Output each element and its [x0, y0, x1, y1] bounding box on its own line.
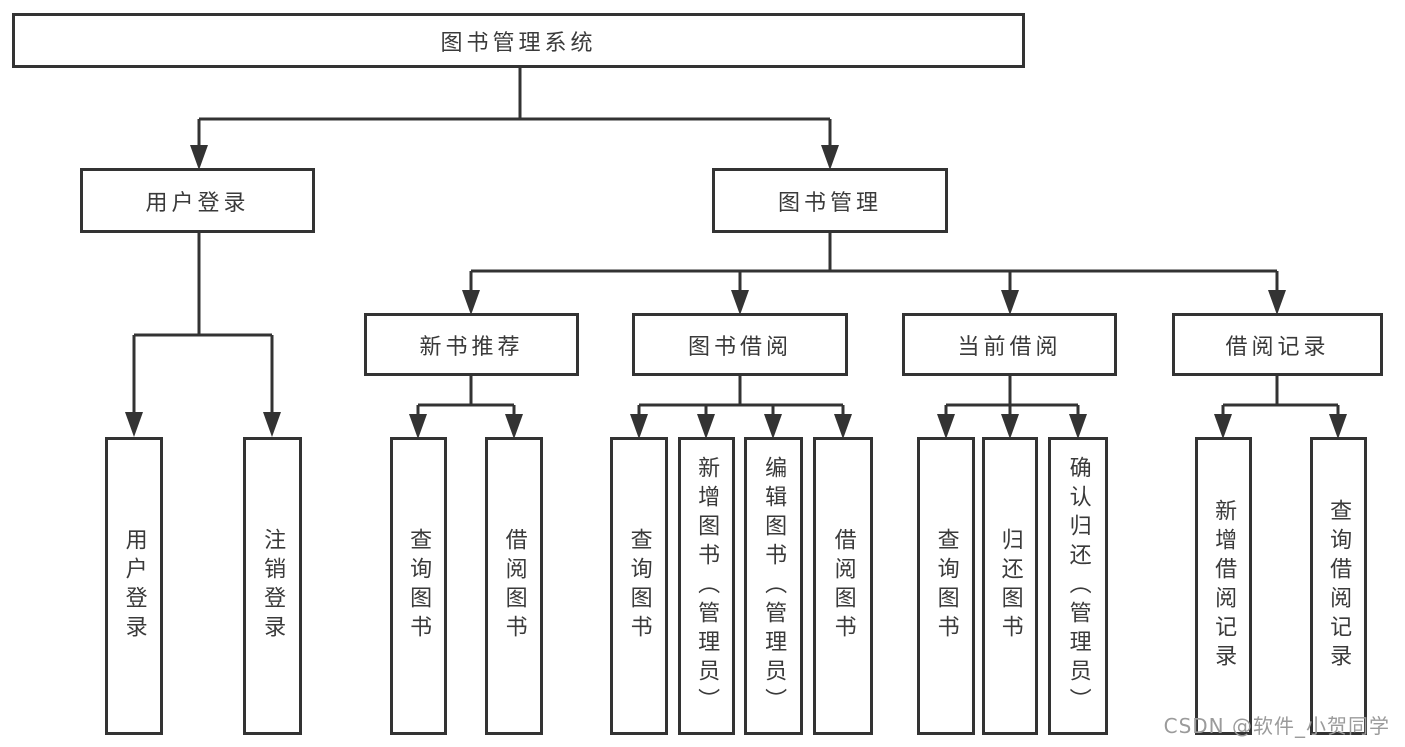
arrowhead-icon [821, 145, 839, 170]
node-label: 用户登录 [121, 528, 147, 644]
leaf-confirm-return-admin: 确认归还（管理员） [1048, 437, 1108, 735]
connector-new-book-rec-children [409, 376, 523, 439]
node-label: 借阅记录 [1225, 334, 1330, 360]
arrowhead-icon [764, 414, 782, 439]
leaf-query-books-borrowing: 查询图书 [610, 437, 668, 735]
leaf-return-books: 归还图书 [982, 437, 1038, 735]
node-label: 查询图书 [933, 528, 959, 644]
arrowhead-icon [462, 290, 480, 315]
connector-borrowing-records-children [1214, 376, 1347, 439]
node-current-borrowing: 当前借阅 [902, 313, 1117, 376]
arrowhead-icon [263, 412, 281, 437]
node-borrowing-records: 借阅记录 [1172, 313, 1383, 376]
node-label: 归还图书 [997, 528, 1023, 644]
connector-user-login-children [125, 233, 281, 437]
leaf-query-borrow-record: 查询借阅记录 [1310, 437, 1367, 735]
node-label: 当前借阅 [957, 334, 1062, 360]
node-label: 查询图书 [406, 528, 432, 644]
arrowhead-icon [409, 414, 427, 439]
node-label: 借阅图书 [501, 528, 527, 644]
leaf-borrow-books-recommend: 借阅图书 [485, 437, 543, 735]
leaf-add-borrow-record: 新增借阅记录 [1195, 437, 1252, 735]
leaf-logout: 注销登录 [243, 437, 302, 735]
arrowhead-icon [630, 414, 648, 439]
node-new-book-recommendation: 新书推荐 [364, 313, 579, 376]
node-label: 用户登录 [145, 190, 250, 216]
node-label: 图书借阅 [687, 334, 792, 360]
arrowhead-icon [190, 145, 208, 170]
node-label: 编辑图书（管理员） [761, 455, 787, 717]
arrowhead-icon [834, 414, 852, 439]
node-library-management-system: 图书管理系统 [12, 13, 1025, 68]
csdn-watermark: CSDN @软件_小贺同学 [1163, 714, 1390, 738]
node-user-login: 用户登录 [80, 168, 315, 233]
arrowhead-icon [1268, 290, 1286, 315]
leaf-query-books-current: 查询图书 [917, 437, 975, 735]
connector-book-borrowing-children [630, 376, 852, 439]
arrowhead-icon [731, 290, 749, 315]
arrowhead-icon [505, 414, 523, 439]
node-label: 新书推荐 [419, 334, 524, 360]
leaf-edit-book-admin: 编辑图书（管理员） [744, 437, 803, 735]
node-label: 新增图书（管理员） [694, 455, 720, 717]
node-label: 图书管理 [777, 190, 882, 216]
node-label: 新增借阅记录 [1211, 499, 1237, 673]
node-label: 图书管理系统 [440, 30, 597, 56]
connector-book-management-children [462, 233, 1286, 315]
connector-root-to-level2 [190, 68, 839, 170]
arrowhead-icon [697, 414, 715, 439]
arrowhead-icon [1001, 290, 1019, 315]
node-book-management: 图书管理 [712, 168, 948, 233]
leaf-add-book-admin: 新增图书（管理员） [678, 437, 735, 735]
arrowhead-icon [125, 412, 143, 437]
leaf-user-login: 用户登录 [105, 437, 163, 735]
arrowhead-icon [937, 414, 955, 439]
leaf-query-books-recommend: 查询图书 [390, 437, 447, 735]
node-label: 查询借阅记录 [1326, 499, 1352, 673]
arrowhead-icon [1001, 414, 1019, 439]
node-label: 查询图书 [626, 528, 652, 644]
leaf-borrow-books-borrowing: 借阅图书 [813, 437, 873, 735]
node-label: 借阅图书 [830, 528, 856, 644]
arrowhead-icon [1069, 414, 1087, 439]
connector-current-borrowing-children [937, 376, 1087, 439]
arrowhead-icon [1214, 414, 1232, 439]
arrowhead-icon [1329, 414, 1347, 439]
node-label: 确认归还（管理员） [1065, 455, 1091, 717]
node-label: 注销登录 [260, 528, 286, 644]
node-book-borrowing: 图书借阅 [632, 313, 848, 376]
